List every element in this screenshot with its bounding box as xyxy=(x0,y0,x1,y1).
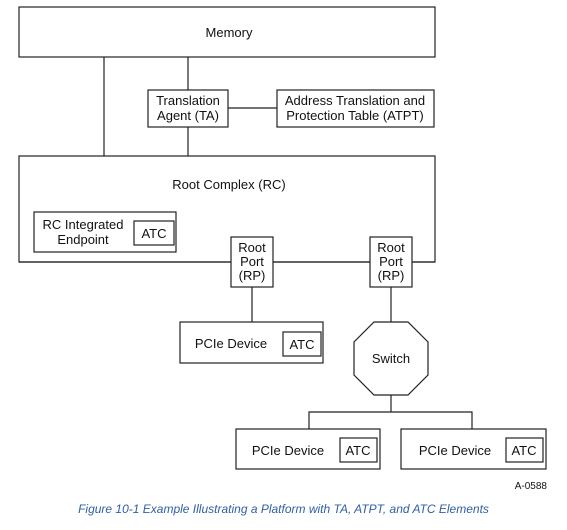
rp-right-line3: (RP) xyxy=(378,268,405,283)
pcie-device-left-block: PCIe Device ATC xyxy=(235,428,381,470)
pcie-device-left-atc-label: ATC xyxy=(345,443,370,458)
atpt-line2: Protection Table (ATPT) xyxy=(286,108,424,123)
pcie-device-right-atc-box xyxy=(505,437,544,463)
rp-left-line3: (RP) xyxy=(239,268,266,283)
translation-agent-block: Translation Agent (TA) xyxy=(147,89,229,128)
memory-block: Memory xyxy=(18,6,436,58)
switch-to-devices-wire xyxy=(308,411,473,429)
switch-block: Switch xyxy=(353,321,429,396)
root-port-right-block: Root Port (RP) xyxy=(369,236,413,288)
rc-endpoint-atc-label: ATC xyxy=(141,226,166,241)
pcie-device-right-block: PCIe Device ATC xyxy=(400,428,547,470)
ta-line1: Translation xyxy=(156,93,220,108)
pcie-device-top-atc-box xyxy=(282,331,322,357)
pcie-device-left-label: PCIe Device xyxy=(252,443,324,458)
rc-integrated-endpoint-block: RC Integrated Endpoint ATC xyxy=(33,211,177,253)
pcie-device-right-label: PCIe Device xyxy=(419,443,491,458)
rp-right-line2: Port xyxy=(379,254,403,269)
pcie-device-left-atc-box xyxy=(339,437,378,463)
pcie-device-top-label: PCIe Device xyxy=(195,336,267,351)
rp-right-line1: Root xyxy=(377,240,405,255)
root-complex-label: Root Complex (RC) xyxy=(172,177,285,192)
pcie-device-top-atc-label: ATC xyxy=(289,337,314,352)
atpt-line1: Address Translation and xyxy=(285,93,425,108)
atpt-block: Address Translation and Protection Table… xyxy=(276,89,435,128)
rp-left-line1: Root xyxy=(238,240,266,255)
memory-label: Memory xyxy=(206,25,253,40)
rp-left-line2: Port xyxy=(240,254,264,269)
rc-endpoint-line2: Endpoint xyxy=(57,232,109,247)
rc-endpoint-line1: RC Integrated xyxy=(43,217,124,232)
rc-endpoint-atc-box xyxy=(133,220,175,246)
pcie-device-right-atc-label: ATC xyxy=(511,443,536,458)
figure-caption: Figure 10-1 Example Illustrating a Platf… xyxy=(78,502,489,516)
root-port-left-block: Root Port (RP) xyxy=(230,236,274,288)
pcie-device-top-block: PCIe Device ATC xyxy=(179,321,324,364)
figure-id: A-0588 xyxy=(515,481,548,492)
switch-label: Switch xyxy=(372,351,410,366)
ta-line2: Agent (TA) xyxy=(157,108,219,123)
